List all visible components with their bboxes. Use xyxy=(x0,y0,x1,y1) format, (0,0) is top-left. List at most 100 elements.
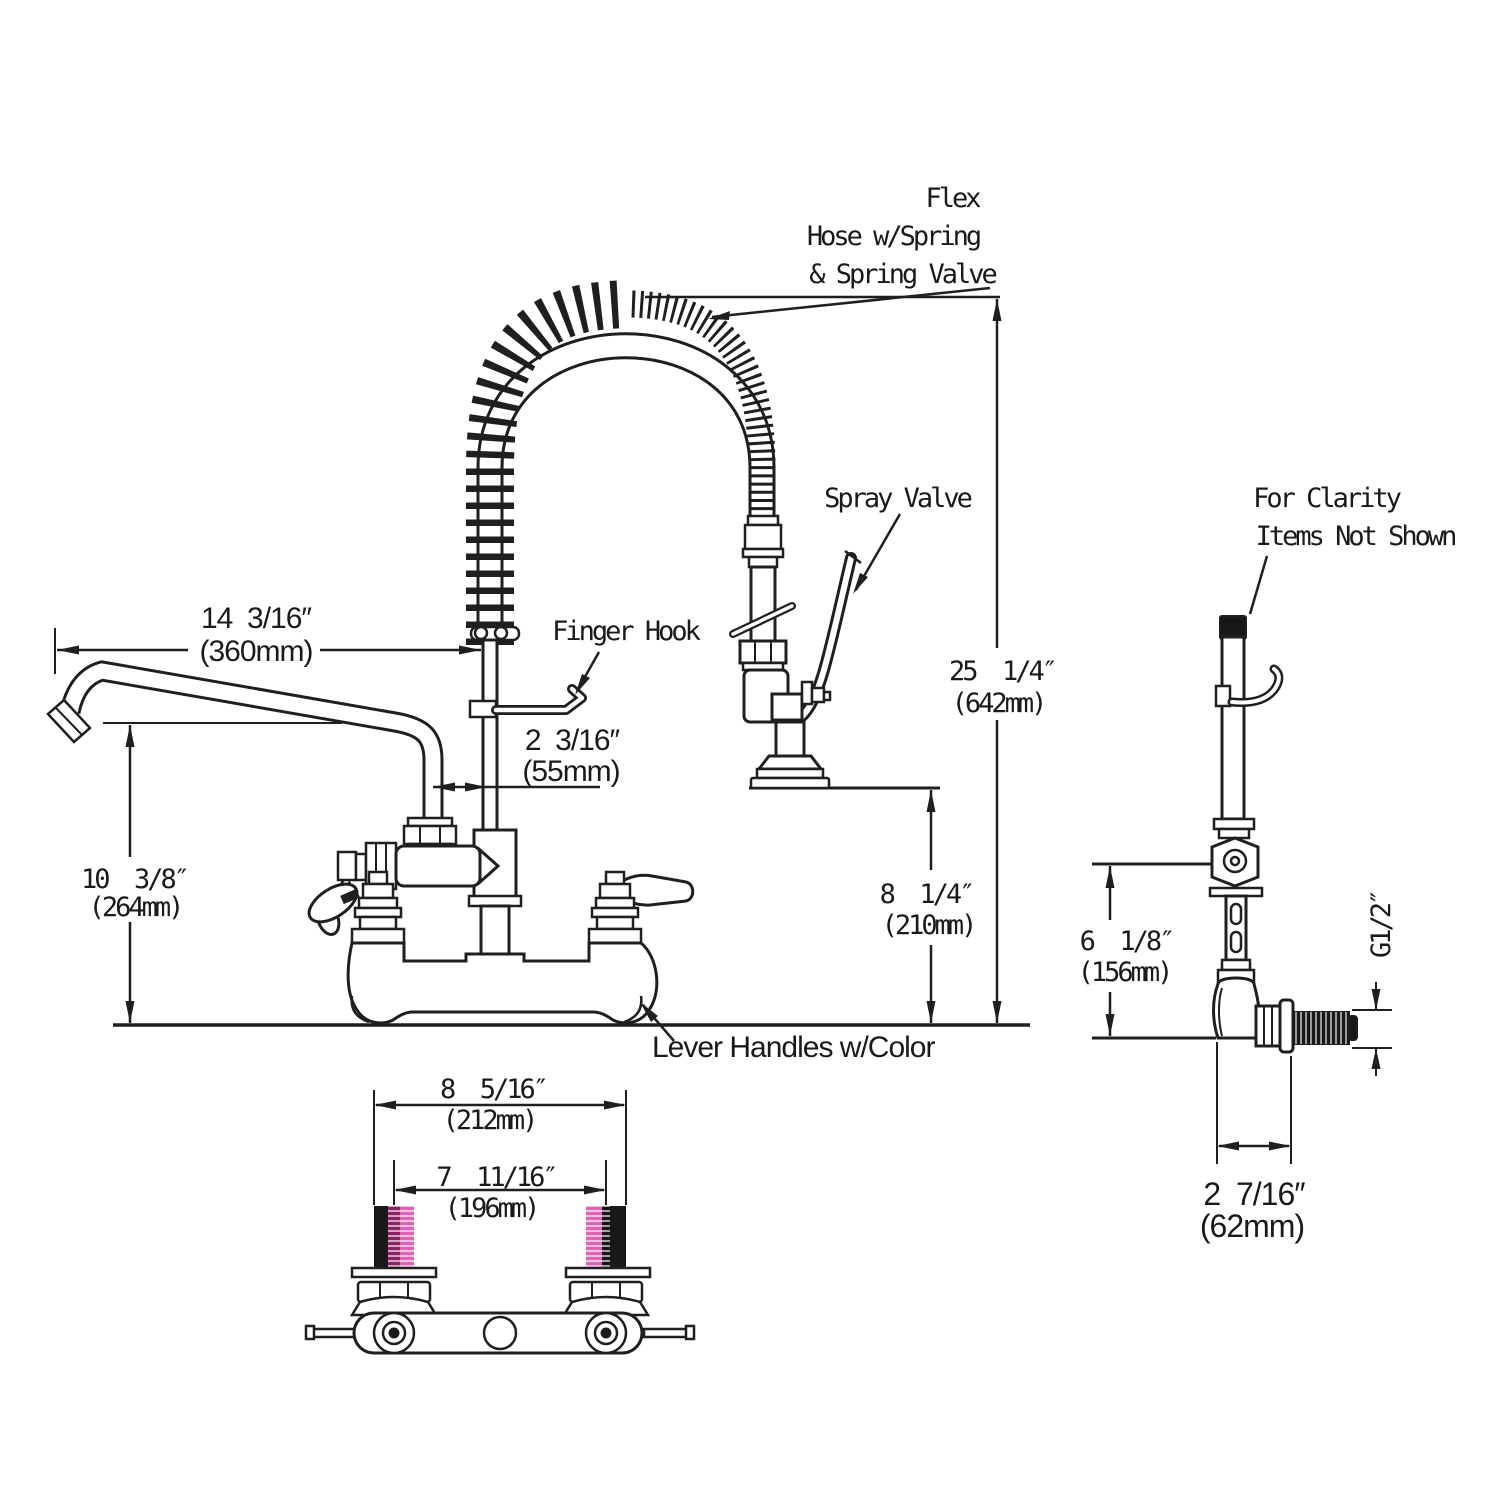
left-handle-bonnet xyxy=(361,882,395,900)
arrowhead xyxy=(1269,1141,1291,1151)
left-bell xyxy=(349,1295,439,1317)
spout-nozzle-face xyxy=(55,707,83,736)
arrowhead xyxy=(1105,866,1115,888)
left-bonnet-spacer xyxy=(358,915,398,931)
side-finger-hook-core xyxy=(1230,667,1281,705)
dim-flange-width-mm: (212mm) xyxy=(443,1105,536,1136)
left-mount-flange xyxy=(350,927,406,945)
right-handle-bonnet xyxy=(598,882,632,900)
leader-clarity-note xyxy=(1248,555,1269,615)
add-on-valve-stem xyxy=(354,852,368,882)
left-bonnet-ring xyxy=(353,906,403,919)
right-bonnet-ring xyxy=(590,906,640,919)
arrowhead xyxy=(1217,1141,1239,1151)
bottom-view xyxy=(304,1090,696,1355)
left-bonnet-ring xyxy=(357,896,399,910)
left-handle-cap xyxy=(367,870,389,886)
spray-head-stem xyxy=(774,720,806,758)
hose-connector-ring xyxy=(746,514,780,527)
arrowhead xyxy=(604,1100,626,1110)
right-eyelet-hole xyxy=(600,1327,612,1339)
spring-end-bead xyxy=(493,625,509,641)
dim-riser-offset-mm: (55mm) xyxy=(522,755,619,788)
inlet-nipple-left xyxy=(374,1206,414,1268)
left-pin-cap xyxy=(304,1324,316,1341)
hose-tube-core xyxy=(479,335,773,645)
riser-pipe xyxy=(481,638,499,834)
side-thread-tip xyxy=(1348,1015,1358,1041)
riser-assembly xyxy=(467,625,587,965)
label-clarity-line1: For Clarity xyxy=(1253,483,1402,514)
right-bell xyxy=(561,1295,651,1317)
label-finger-hook: Finger Hook xyxy=(552,616,701,647)
leader-lever-handles-arrow xyxy=(640,1002,658,1022)
inlet-nipple-right xyxy=(586,1206,626,1268)
front-view xyxy=(46,280,1030,1027)
arrowhead xyxy=(433,782,455,792)
leader-spray-valve-arrow xyxy=(853,573,868,594)
spray-valve-hex-nut xyxy=(738,639,788,665)
dim-overall-height-mm: (642mm) xyxy=(952,688,1045,719)
right-pin-cap xyxy=(684,1324,696,1341)
arrowhead xyxy=(926,790,936,812)
spout-tube-core xyxy=(62,663,441,818)
dim-wall-depth-inches: 2 7/16″ xyxy=(1203,1176,1305,1212)
leader-flex-hose-arrow xyxy=(708,311,730,320)
right-pin xyxy=(642,1327,690,1339)
side-thread-texture xyxy=(1293,1012,1349,1044)
left-eyelet-hole xyxy=(388,1327,400,1339)
coiled-spring-hose xyxy=(466,280,629,645)
side-outlet-disc xyxy=(1278,998,1295,1054)
spray-valve-body-arm xyxy=(770,692,804,722)
arrowhead xyxy=(459,645,481,655)
dim-side-height-mm: (156mm) xyxy=(1078,957,1171,988)
side-link-slot xyxy=(1229,902,1243,926)
left-lever-handle xyxy=(307,882,359,924)
right-bell-foot-arc xyxy=(623,995,643,1024)
spray-valve-lever-tip xyxy=(844,550,862,564)
arrowhead xyxy=(125,725,135,747)
side-link-slot xyxy=(1229,930,1243,954)
left-pin xyxy=(310,1327,358,1339)
dim-spout-height-inches: 10 3/8″ xyxy=(81,864,187,895)
swing-spout xyxy=(46,660,458,854)
dim-side-height-inches: 6 1/8″ xyxy=(1080,926,1173,957)
spray-valve-knob-tip xyxy=(822,690,832,702)
finger-hook-core xyxy=(493,686,585,713)
spout-nut xyxy=(402,824,458,846)
arrowhead xyxy=(57,645,79,655)
spray-head-ring xyxy=(755,767,825,780)
left-washer xyxy=(350,1266,438,1279)
side-view xyxy=(1092,615,1358,1054)
side-outlet-hex xyxy=(1254,1004,1282,1048)
arrowhead xyxy=(1105,1014,1115,1036)
dim-inlet-centers-inches: 7 11/16″ xyxy=(436,1162,555,1193)
spray-valve-lever-core xyxy=(794,555,854,723)
spray-valve-knob xyxy=(810,686,826,704)
side-elbow-inner-line xyxy=(1218,987,1223,1037)
nipple-left-black xyxy=(374,1206,388,1268)
flex-hose-assembly xyxy=(466,280,776,645)
dim-spray-height-mm: (210mm) xyxy=(882,910,975,941)
arrowhead xyxy=(374,1100,396,1110)
side-hex-bore xyxy=(1222,848,1248,874)
nipple-right-thread-texture xyxy=(586,1206,610,1268)
label-flex-hose-line3: & Spring Valve xyxy=(809,259,996,290)
hanging-clip-pin-core xyxy=(731,604,794,636)
right-handle-cap xyxy=(604,870,626,886)
faucet-body-casting xyxy=(346,941,659,1025)
arrowhead xyxy=(584,1185,606,1195)
add-on-valve-lever-pivot xyxy=(336,850,358,882)
label-lever-handles: Lever Handles w/Color xyxy=(652,1031,935,1064)
dim-wall-depth-mm: (62mm) xyxy=(1200,1208,1304,1244)
flex-hose-ribbed xyxy=(631,290,776,518)
right-washer xyxy=(564,1266,652,1279)
left-bell-foot-arc xyxy=(350,995,370,1024)
left-handle-arm xyxy=(340,888,360,905)
arrowhead xyxy=(926,1001,936,1023)
dim-flange-width-inches: 8 5/16″ xyxy=(440,1074,546,1105)
arrowhead xyxy=(992,299,1002,321)
right-bonnet-spacer xyxy=(595,915,635,931)
